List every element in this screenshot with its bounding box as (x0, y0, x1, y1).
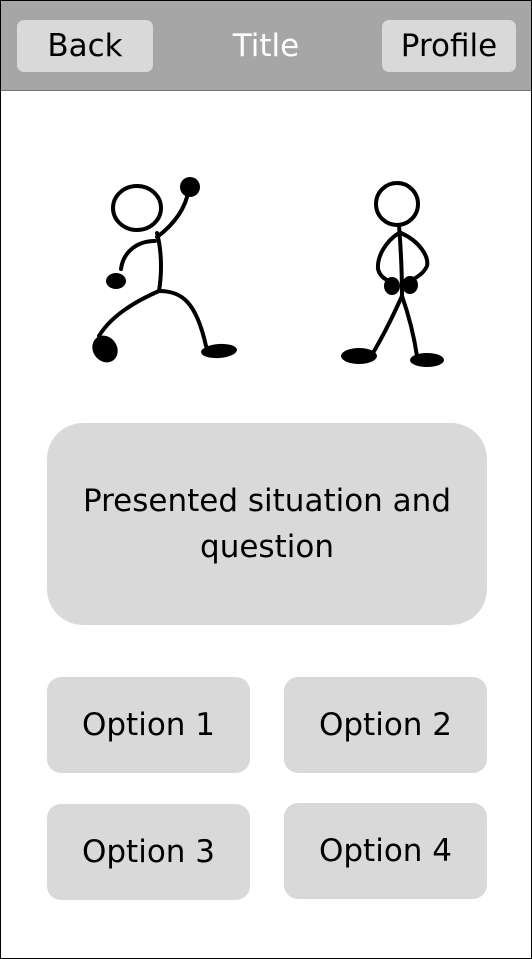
option-1-button[interactable]: Option 1 (47, 677, 250, 773)
profile-button[interactable]: Profile (382, 20, 516, 72)
option-3-button[interactable]: Option 3 (47, 804, 250, 900)
back-button[interactable]: Back (17, 20, 153, 72)
option-4-button[interactable]: Option 4 (284, 803, 487, 899)
option-2-button[interactable]: Option 2 (284, 677, 487, 773)
question-text: Presented situation and question (82, 483, 452, 565)
question-card: Presented situation and question (47, 423, 487, 625)
stick-figure-standing (341, 181, 444, 367)
page-title: Title (232, 28, 300, 64)
stick-figures-illustration (92, 177, 444, 367)
top-bar: Back Title Profile (1, 1, 531, 91)
stick-figure-attacking (92, 177, 237, 363)
